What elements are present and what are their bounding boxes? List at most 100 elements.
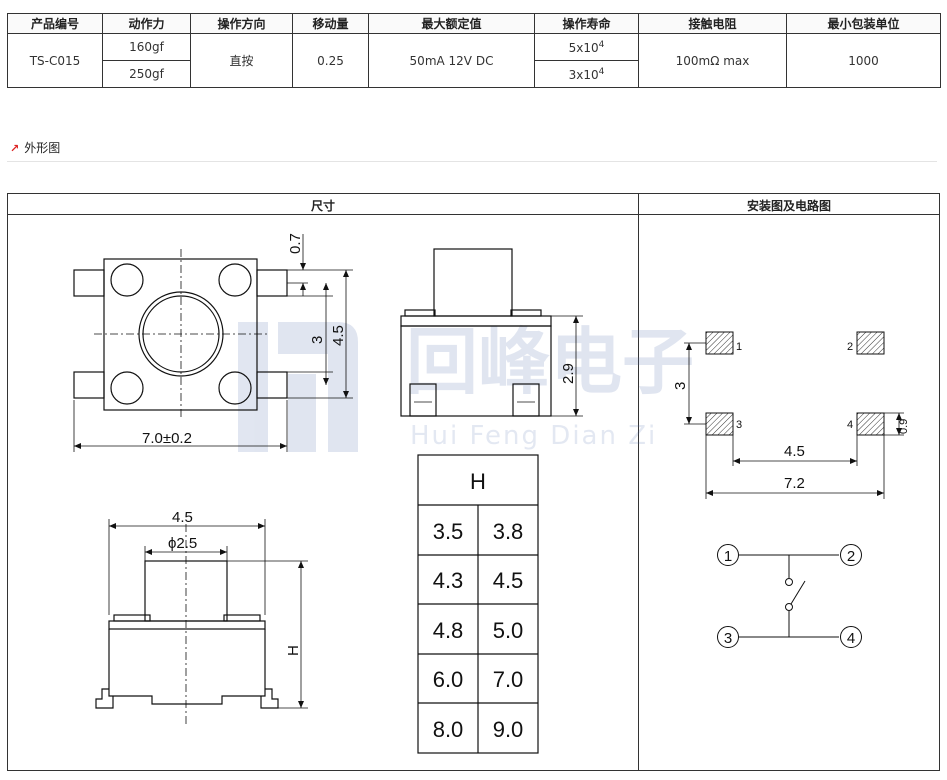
h-table-cell: 5.0 xyxy=(493,618,524,643)
arrow-icon: ↗ xyxy=(10,142,20,155)
header-part-number: 产品编号 xyxy=(7,13,103,34)
section-heading: ↗ 外形图 xyxy=(10,139,60,156)
circuit-node-2-label: 2 xyxy=(847,548,855,565)
cell-contact-resistance: 100mΩ max xyxy=(638,33,787,88)
side-view-leg-right xyxy=(512,383,540,417)
life-1-base: 5x10 xyxy=(568,40,599,55)
h-table-cell: 4.8 xyxy=(433,618,464,643)
switch-lever xyxy=(790,580,806,605)
pad-4-label: 4 xyxy=(847,419,853,431)
cell-life-1: 5x104 xyxy=(534,33,639,61)
pad-1-label: 1 xyxy=(736,341,742,353)
pad-1 xyxy=(705,331,734,355)
front-view-pad-right xyxy=(223,614,261,622)
h-table-cell: 8.0 xyxy=(433,717,464,742)
header-force: 动作力 xyxy=(102,13,191,34)
side-view-pad-left xyxy=(404,309,436,317)
circuit-diagram xyxy=(717,544,862,648)
dim-3-label: 3 xyxy=(309,336,326,344)
drawing-frame: 尺寸 安装图及电路图 回峰电子 Hui Feng Dian Zi xyxy=(7,193,940,771)
switch-contact-bottom xyxy=(785,603,793,611)
dim-pad-45-label: 4.5 xyxy=(784,443,805,460)
front-view xyxy=(95,519,308,724)
side-view-pad-right xyxy=(510,309,542,317)
dim-h-label: H xyxy=(285,645,302,656)
header-life: 操作寿命 xyxy=(534,13,639,34)
watermark-logo xyxy=(238,322,358,452)
h-table-cell: 4.5 xyxy=(493,568,524,593)
side-view-stem xyxy=(433,248,513,317)
pad-2-label: 2 xyxy=(847,341,853,353)
h-table-cell: 6.0 xyxy=(433,667,464,692)
corner-hole-3 xyxy=(110,371,144,405)
dim-29-label: 2.9 xyxy=(560,363,577,384)
cell-direction: 直按 xyxy=(190,33,293,88)
column-divider xyxy=(638,194,639,770)
spec-table: 产品编号 动作力 操作方向 移动量 最大额定值 操作寿命 接触电阻 最小包装单位… xyxy=(7,13,941,88)
pad-3-label: 3 xyxy=(736,419,742,431)
circuit-node-2 xyxy=(840,544,862,566)
circuit-node-1-label: 1 xyxy=(724,548,732,565)
lead-bottom-right xyxy=(256,371,288,399)
spec-row-1: TS-C015 160gf 直按 0.25 50mA 12V DC 5x104 … xyxy=(7,33,941,88)
dimensions-header: 尺寸 xyxy=(310,199,335,213)
cell-life-2: 3x104 xyxy=(534,60,639,88)
cell-force-2: 250gf xyxy=(102,60,191,88)
circuit-node-4 xyxy=(840,626,862,648)
cell-part-number: TS-C015 xyxy=(7,33,103,88)
h-table-cell: 4.3 xyxy=(433,568,464,593)
circuit-node-1 xyxy=(717,544,739,566)
header-min-pack: 最小包装单位 xyxy=(786,13,941,34)
life-1-exp: 4 xyxy=(598,39,605,50)
corner-hole-4 xyxy=(218,371,252,405)
h-table-cell: 9.0 xyxy=(493,717,524,742)
corner-hole-1 xyxy=(110,263,144,297)
circuit-node-3 xyxy=(717,626,739,648)
dim-pad-72-label: 7.2 xyxy=(784,475,805,492)
spec-row-2: 250gf 3x104 xyxy=(8,60,941,88)
circuit-node-4-label: 4 xyxy=(847,630,855,647)
lead-top-left xyxy=(73,269,105,297)
h-table-cell: 7.0 xyxy=(493,667,524,692)
dim-width-label: 7.0±0.2 xyxy=(142,430,192,447)
dim-45-label: 4.5 xyxy=(330,325,347,346)
front-view-foot-right xyxy=(260,688,279,709)
header-travel: 移动量 xyxy=(292,13,369,34)
header-direction: 操作方向 xyxy=(190,13,293,34)
h-table-cell: 3.5 xyxy=(433,519,464,544)
front-view-pad-left xyxy=(113,614,151,622)
side-view-leg-left xyxy=(409,383,437,417)
life-2-exp: 4 xyxy=(598,66,605,77)
section-title: 外形图 xyxy=(24,141,61,155)
h-table xyxy=(417,454,539,754)
front-view-top-plate xyxy=(108,620,266,630)
header-divider xyxy=(8,214,939,215)
h-table-cell: 3.8 xyxy=(493,519,524,544)
mounting-pattern xyxy=(684,331,904,499)
mounting-circuit-header: 安装图及电路图 xyxy=(746,199,831,213)
dim-pad-3-label: 3 xyxy=(672,382,689,390)
cell-travel: 0.25 xyxy=(292,33,369,88)
life-2-base: 3x10 xyxy=(568,67,599,82)
side-view-body xyxy=(400,325,552,417)
dim-diam-label: ϕ2.5 xyxy=(168,535,197,552)
h-table-header: H xyxy=(470,469,486,494)
dim-07-label: 0.7 xyxy=(287,233,304,254)
front-view-foot-left xyxy=(95,688,114,709)
watermark-cn: 回峰电子 xyxy=(406,320,694,404)
pad-4 xyxy=(856,412,885,436)
section-divider xyxy=(7,161,937,162)
side-view xyxy=(400,248,583,417)
pad-2 xyxy=(856,331,885,355)
top-view xyxy=(73,234,353,452)
top-view-body xyxy=(103,258,258,411)
front-view-body xyxy=(108,629,266,705)
header-contact-resistance: 接触电阻 xyxy=(638,13,787,34)
switch-contact-top xyxy=(785,578,793,586)
dim-front-45-label: 4.5 xyxy=(172,509,193,526)
cell-rating: 50mA 12V DC xyxy=(368,33,535,88)
pad-3 xyxy=(705,412,734,436)
circuit-node-3-label: 3 xyxy=(724,630,732,647)
cell-min-pack: 1000 xyxy=(786,33,941,88)
watermark: 回峰电子 Hui Feng Dian Zi xyxy=(238,320,694,452)
